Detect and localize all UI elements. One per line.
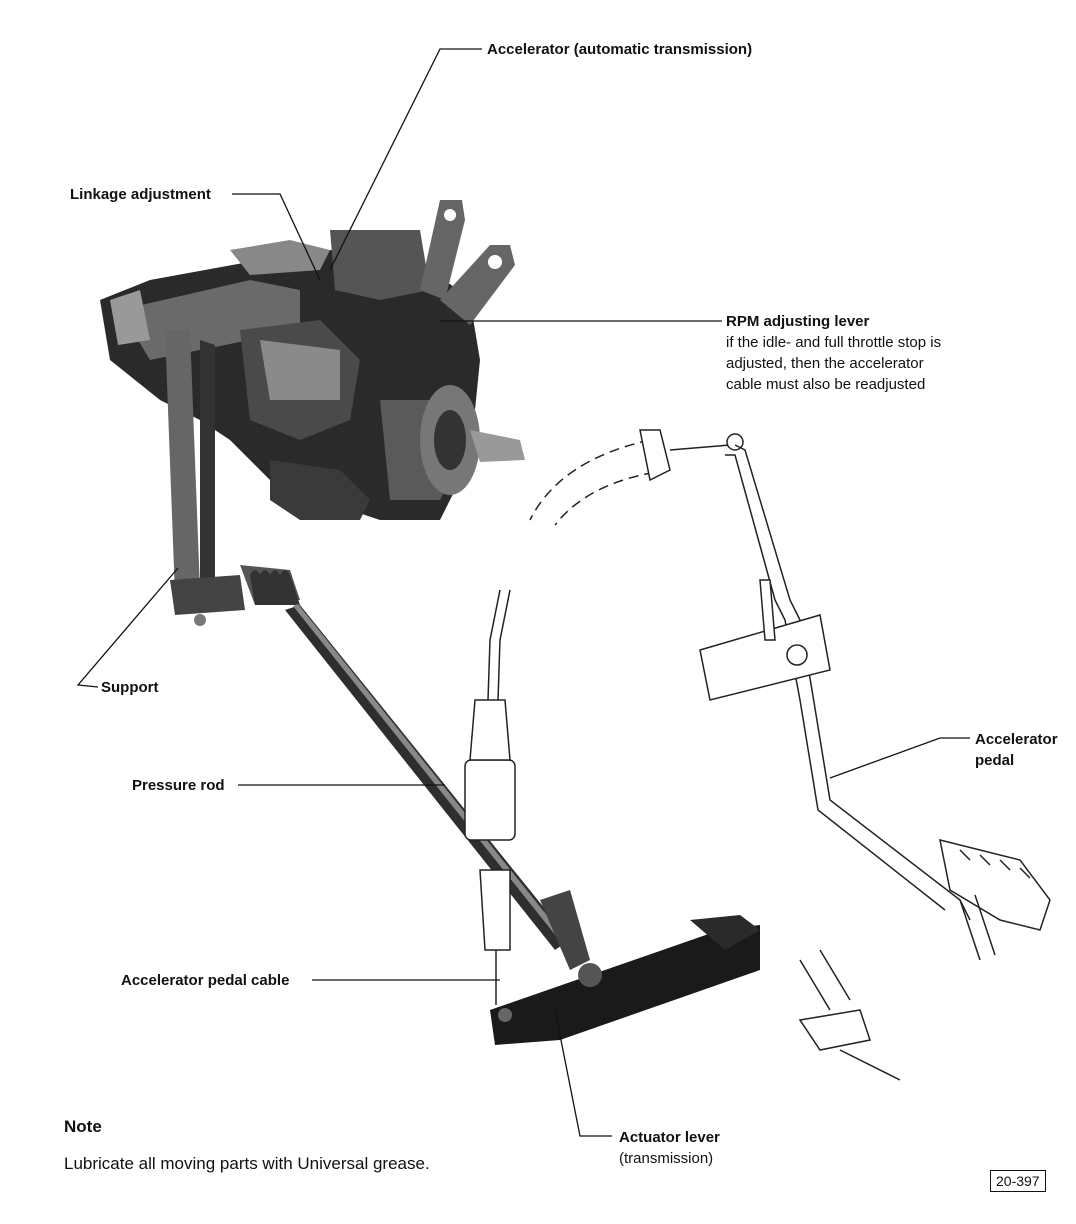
label-pressure-rod: Pressure rod [132, 777, 225, 794]
label-accelerator-automatic: Accelerator (automatic transmission) [487, 41, 753, 58]
figure-number: 20-397 [990, 1170, 1046, 1192]
leader-lines [76, 48, 970, 1137]
label-accelerator-pedal-cable: Accelerator pedal cable [121, 972, 290, 989]
note-title: Note [64, 1117, 102, 1136]
label-support: Support [101, 679, 159, 696]
cable-illustration [464, 429, 744, 1005]
label-rpm-adjusting-lever: RPM adjusting lever if the idle- and ful… [726, 311, 946, 395]
accelerator-pedal-line2: pedal [975, 752, 1015, 769]
injection-pump-illustration [100, 200, 525, 520]
actuator-lever-subtitle: (transmission) [619, 1150, 714, 1167]
accelerator-pedal-illustration [699, 444, 1051, 1081]
rpm-lever-description: if the idle- and full throttle stop is a… [726, 334, 942, 393]
label-linkage-adjustment: Linkage adjustment [70, 186, 211, 203]
pressure-rod-illustration [240, 565, 590, 970]
label-accelerator-pedal: Accelerator pedal [975, 729, 1058, 771]
actuator-lever-title: Actuator lever [619, 1129, 720, 1146]
note-text: Lubricate all moving parts with Universa… [64, 1154, 430, 1173]
actuator-lever-illustration [490, 915, 760, 1045]
accelerator-pedal-line1: Accelerator [975, 731, 1058, 748]
label-actuator-lever: Actuator lever (transmission) [619, 1127, 720, 1169]
rpm-lever-title: RPM adjusting lever [726, 313, 870, 330]
support-bracket-illustration [165, 330, 245, 626]
